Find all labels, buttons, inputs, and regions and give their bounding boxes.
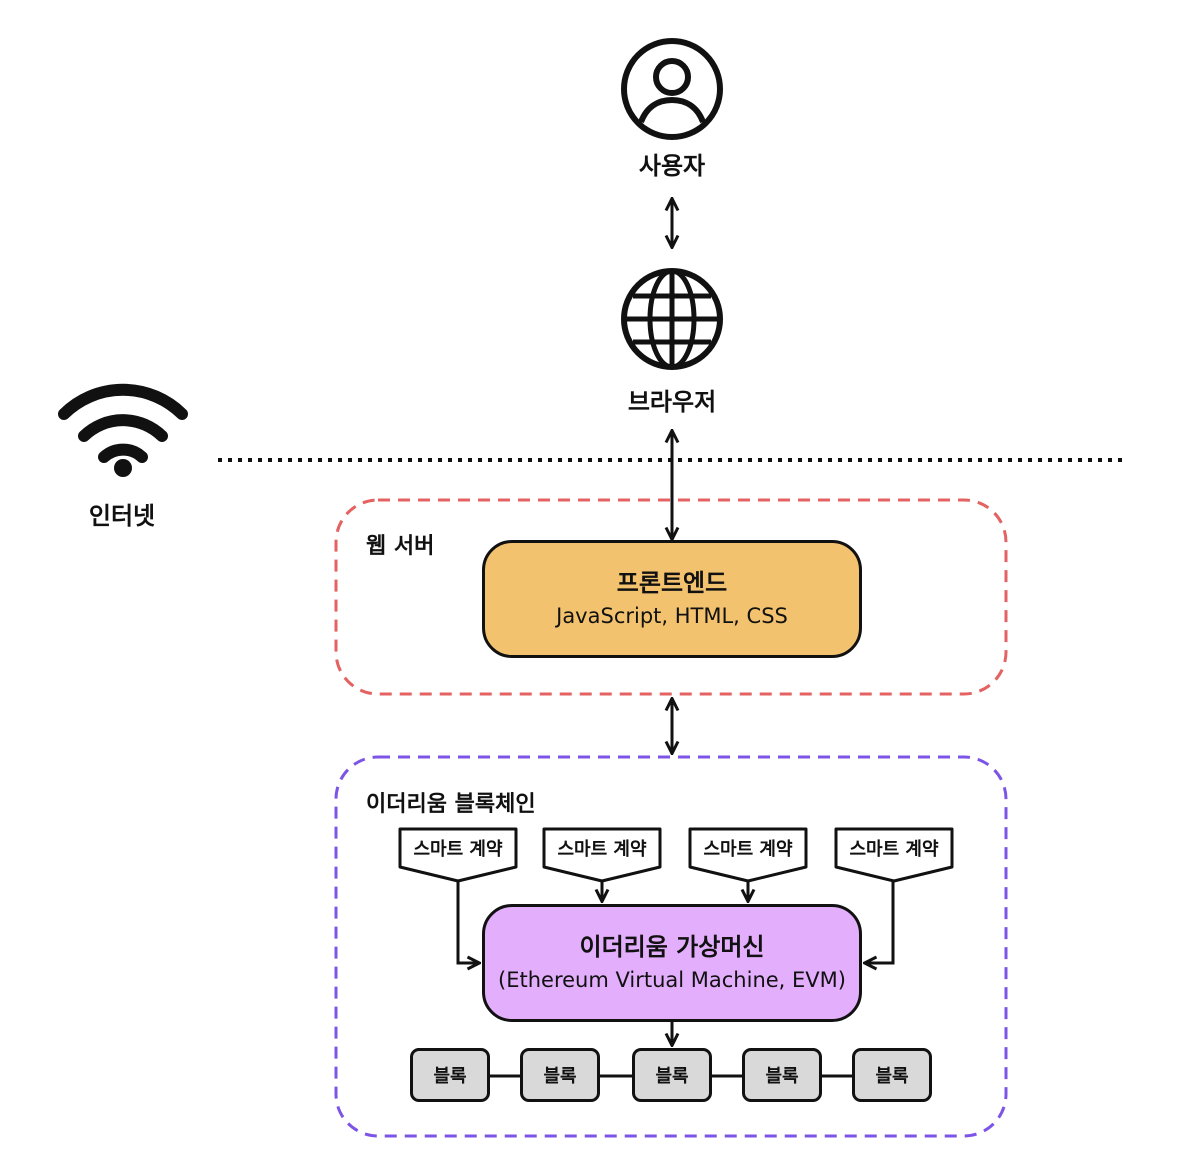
smart-contract-label: 스마트 계약 — [703, 839, 793, 860]
blockchain-label: 이더리움 블록체인 — [366, 792, 536, 817]
arrow-contract-1-evm — [456, 882, 478, 963]
blockchain-region — [334, 755, 1008, 1138]
smart-contract-label: 스마트 계약 — [413, 839, 503, 860]
user-icon — [621, 38, 723, 140]
smart-contract-1: 스마트 계약 — [398, 827, 518, 883]
evm-box: 이더리움 가상머신 (Ethereum Virtual Machine, EVM… — [482, 904, 862, 1022]
frontend-box: 프론트엔드 JavaScript, HTML, CSS — [482, 540, 862, 658]
arrow-contract-4-evm — [866, 882, 895, 963]
frontend-subtitle: JavaScript, HTML, CSS — [556, 604, 788, 628]
block-3: 블록 — [632, 1048, 712, 1102]
smart-contract-label: 스마트 계약 — [557, 839, 647, 860]
internet-label: 인터넷 — [88, 502, 156, 530]
smart-contract-label: 스마트 계약 — [849, 839, 939, 860]
smart-contract-3: 스마트 계약 — [688, 827, 808, 883]
block-2: 블록 — [520, 1048, 600, 1102]
block-5: 블록 — [852, 1048, 932, 1102]
frontend-title: 프론트엔드 — [616, 569, 728, 597]
evm-title: 이더리움 가상머신 — [579, 933, 765, 961]
block-4: 블록 — [742, 1048, 822, 1102]
evm-subtitle: (Ethereum Virtual Machine, EVM) — [498, 968, 846, 992]
web-server-label: 웹 서버 — [366, 534, 435, 559]
smart-contract-4: 스마트 계약 — [834, 827, 954, 883]
browser-label: 브라우저 — [627, 388, 717, 416]
user-label: 사용자 — [638, 152, 706, 180]
block-1: 블록 — [410, 1048, 490, 1102]
web-server-region — [334, 498, 1008, 696]
smart-contract-2: 스마트 계약 — [542, 827, 662, 883]
globe-icon — [621, 268, 723, 370]
wifi-icon — [58, 383, 188, 477]
